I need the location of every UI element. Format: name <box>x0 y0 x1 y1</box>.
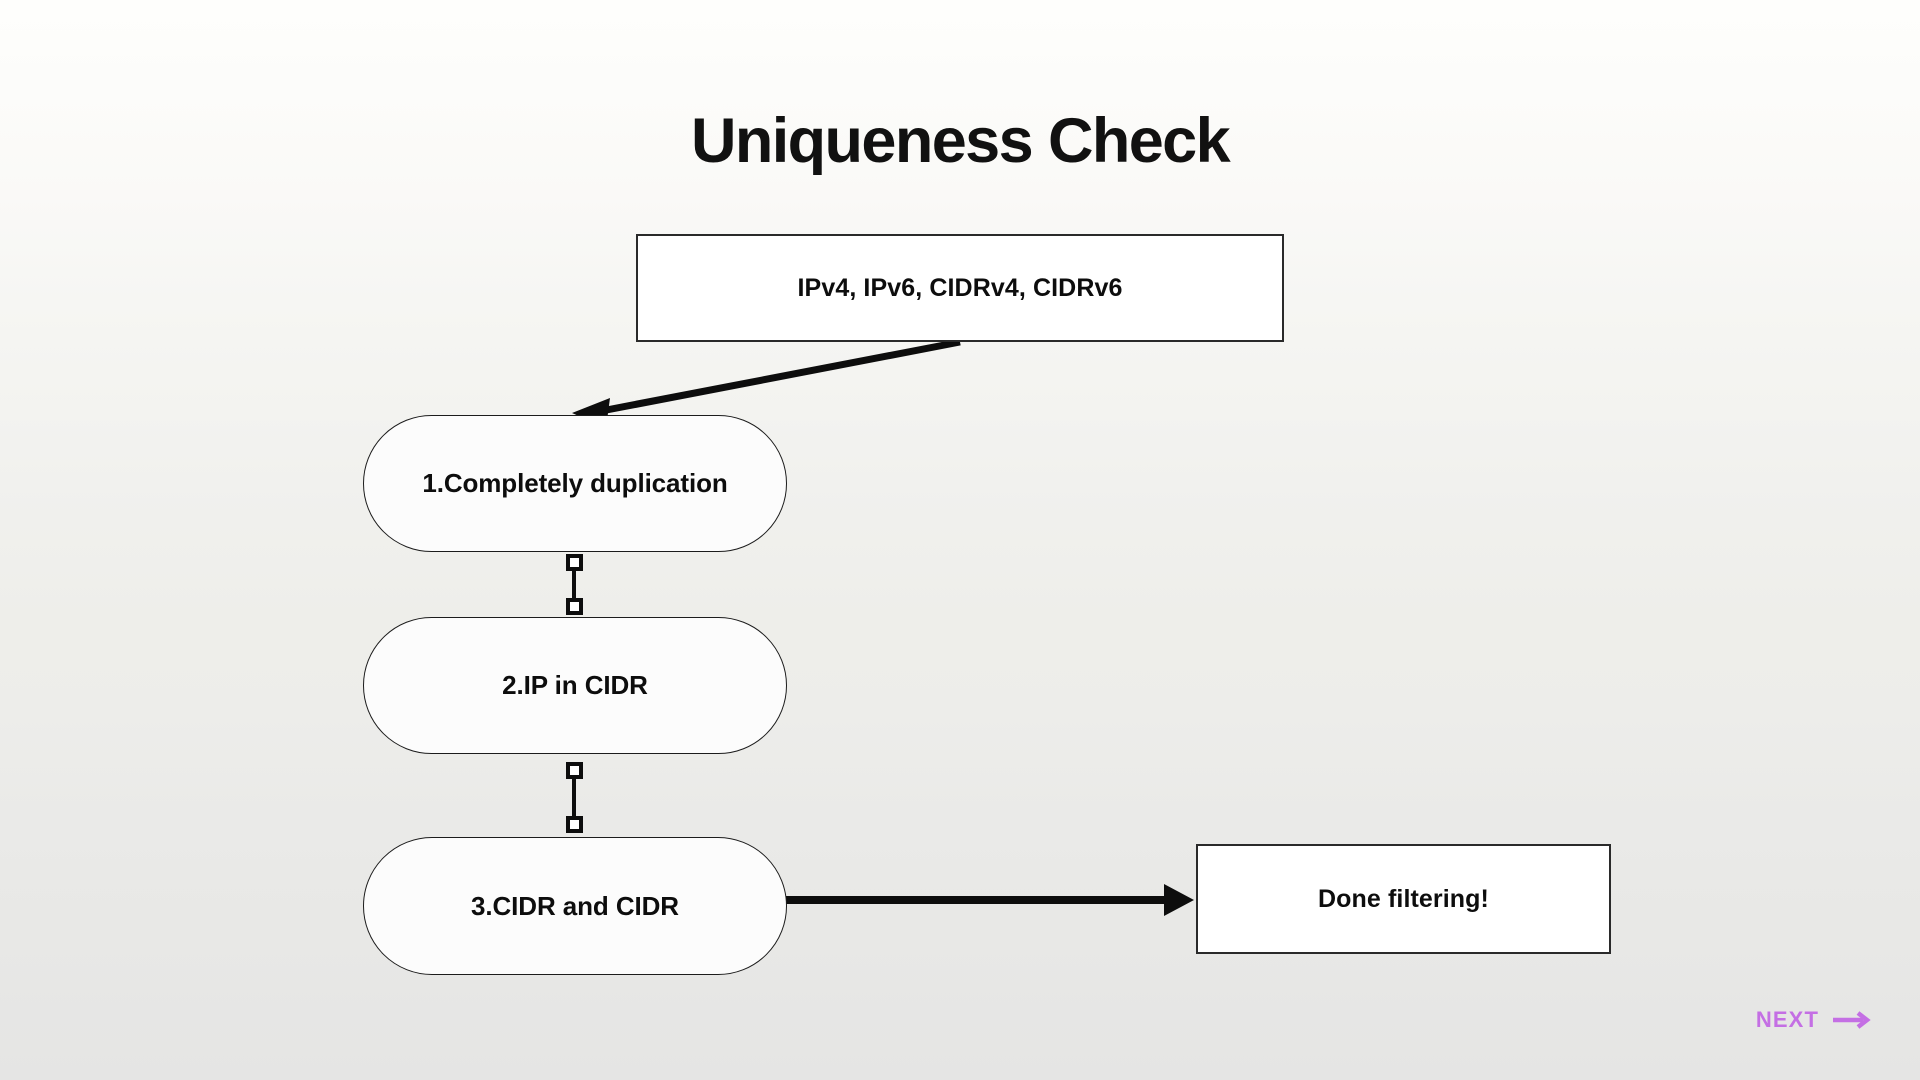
node-done-filtering-label: Done filtering! <box>1318 884 1489 913</box>
node-step-1-label: 1.Completely duplication <box>422 468 728 498</box>
node-step-ip-in-cidr[interactable]: 2.IP in CIDR <box>363 617 787 754</box>
node-input-types[interactable]: IPv4, IPv6, CIDRv4, CIDRv6 <box>636 234 1284 342</box>
connector-step-2-to-step-3 <box>566 762 583 833</box>
node-step-completely-duplication[interactable]: 1.Completely duplication <box>363 415 787 552</box>
node-done-filtering[interactable]: Done filtering! <box>1196 844 1611 954</box>
node-step-3-label: 3.CIDR and CIDR <box>471 890 679 921</box>
node-step-2-label: 2.IP in CIDR <box>502 670 648 700</box>
connector-step-3-to-done <box>782 884 1194 916</box>
arrow-right-icon <box>1832 1010 1874 1030</box>
connector-step-1-to-step-2 <box>566 554 583 615</box>
node-step-cidr-and-cidr[interactable]: 3.CIDR and CIDR <box>363 837 787 975</box>
next-button-label: NEXT <box>1755 1007 1819 1032</box>
next-button[interactable]: NEXT <box>1756 1007 1874 1033</box>
node-input-types-label: IPv4, IPv6, CIDRv4, CIDRv6 <box>797 273 1123 302</box>
page-title: Uniqueness Check <box>690 106 1231 176</box>
